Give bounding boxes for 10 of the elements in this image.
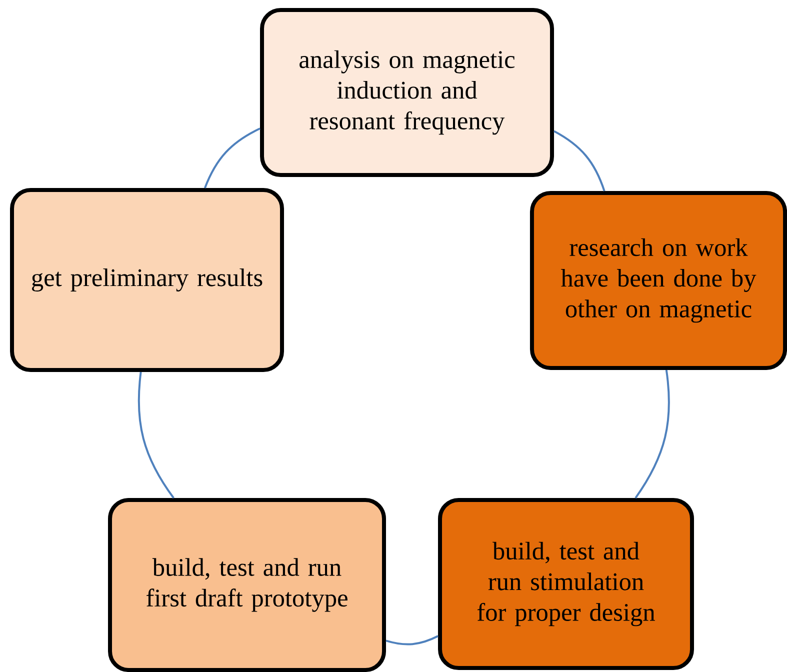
connector-arc bbox=[386, 635, 438, 646]
connector-arc bbox=[554, 130, 606, 192]
connector-arc bbox=[138, 372, 174, 499]
process-box: research on work have been done by other on magnetic bbox=[530, 191, 787, 370]
process-box: build, test and run stimulation for proper design bbox=[438, 498, 694, 670]
process-box: build, test and run first draft prototype bbox=[108, 498, 386, 672]
process-box: analysis on magnetic induction and resonant frequency bbox=[260, 8, 554, 178]
connector-arc bbox=[204, 128, 260, 188]
process-box: get preliminary results bbox=[10, 188, 284, 372]
connector-arc bbox=[634, 370, 670, 499]
